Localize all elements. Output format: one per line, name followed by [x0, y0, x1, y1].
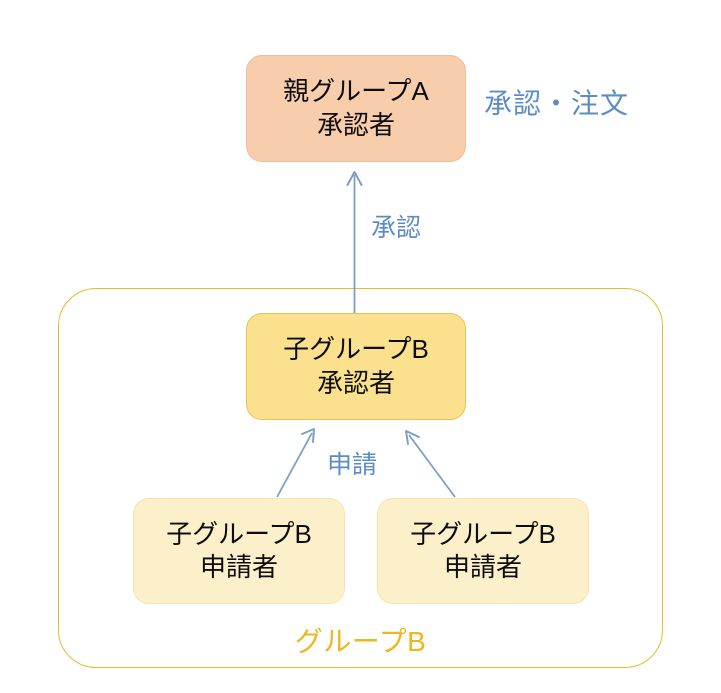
node-child-group-b-applicant-left-line2: 申請者 [199, 552, 278, 582]
node-child-group-b-applicant-left[interactable]: 子グループB 申請者 [133, 498, 345, 604]
node-child-group-b-applicant-right-line2: 申請者 [443, 552, 522, 582]
group-container-b-label: グループB [294, 626, 427, 657]
node-child-group-b-approver[interactable]: 子グループB 承認者 [246, 313, 466, 420]
node-child-group-b-approver-line2: 承認者 [316, 367, 395, 398]
node-parent-group-a-approver-line2: 承認者 [316, 109, 395, 140]
group-container-b [58, 288, 663, 668]
node-parent-group-a-approver[interactable]: 親グループA 承認者 [246, 55, 466, 162]
node-child-group-b-applicant-left-line1: 子グループB [166, 518, 312, 549]
annotation-approve-order: 承認・注文 [484, 88, 630, 119]
node-child-group-b-applicant-right-line1: 子グループB [410, 518, 556, 549]
annotation-approve: 承認 [371, 214, 422, 242]
node-child-group-b-applicant-right[interactable]: 子グループB 申請者 [377, 498, 589, 604]
node-child-group-b-approver-line1: 子グループB [283, 334, 429, 365]
node-parent-group-a-approver-line1: 親グループA [283, 76, 429, 107]
annotation-apply: 申請 [327, 451, 378, 479]
